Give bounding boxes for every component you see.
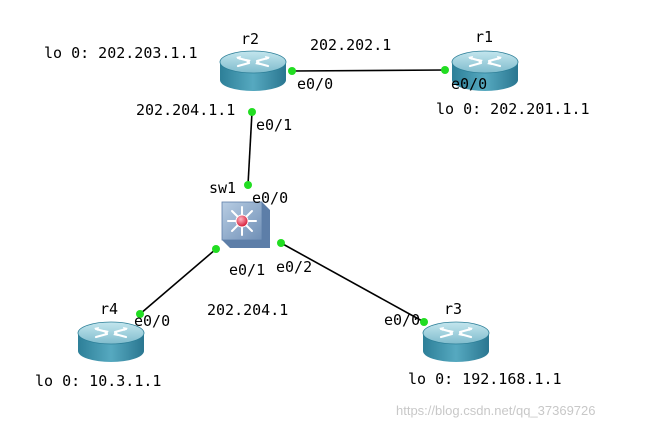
watermark-text: https://blog.csdn.net/qq_37369726	[396, 403, 596, 418]
port-dot-r2-e0-1[interactable]	[248, 108, 256, 116]
labels: r2 lo 0: 202.203.1.1 202.202.1 e0/0 r1 e…	[35, 28, 596, 418]
port-dot-sw1-e0-0[interactable]	[244, 181, 252, 189]
link-sw1-r3	[280, 242, 425, 323]
port-dot-r4-e0-0[interactable]	[136, 310, 144, 318]
port-dot-r1-e0-0[interactable]	[441, 66, 449, 74]
link-sw1-r4	[139, 248, 217, 315]
link-r2-sw1	[247, 111, 253, 186]
port-dot-r2-e0-0[interactable]	[288, 67, 296, 75]
r4-loopback-label: lo 0: 10.3.1.1	[35, 372, 161, 390]
links	[139, 69, 446, 323]
port-dot-sw1-e0-1[interactable]	[212, 245, 220, 253]
r4-e0-0-port-label: e0/0	[134, 312, 170, 330]
r1-name-label: r1	[475, 28, 493, 46]
r3-loopback-label: lo 0: 192.168.1.1	[408, 370, 562, 388]
port-dots	[136, 66, 449, 326]
sw1-e0-2-port-label: e0/2	[276, 258, 312, 276]
lan-network-label: 202.204.1	[207, 301, 288, 319]
router-r2[interactable]	[218, 49, 288, 93]
port-dot-r3-e0-0[interactable]	[420, 318, 428, 326]
sw1-e0-1-port-label: e0/1	[229, 261, 265, 279]
r2-name-label: r2	[241, 30, 259, 48]
r2-loopback-label: lo 0: 202.203.1.1	[44, 44, 198, 62]
sw1-e0-0-port-label: e0/0	[252, 189, 288, 207]
link-r2-r1	[291, 69, 446, 72]
r1-loopback-label: lo 0: 202.201.1.1	[436, 100, 590, 118]
switch-sw1[interactable]	[221, 201, 270, 248]
r3-e0-0-port-label: e0/0	[384, 311, 420, 329]
r1-e0-0-port-label: e0/0	[451, 75, 487, 93]
r2-e0-0-port-label: e0/0	[297, 75, 333, 93]
port-dot-sw1-e0-2[interactable]	[277, 239, 285, 247]
router-r3[interactable]	[421, 320, 491, 364]
sw1-name-label: sw1	[209, 179, 236, 197]
r3-name-label: r3	[444, 300, 462, 318]
r4-name-label: r4	[100, 300, 118, 318]
r2-r1-network-label: 202.202.1	[310, 36, 391, 54]
r2-e0-1-address-label: 202.204.1.1	[136, 101, 235, 119]
r2-e0-1-port-label: e0/1	[256, 116, 292, 134]
